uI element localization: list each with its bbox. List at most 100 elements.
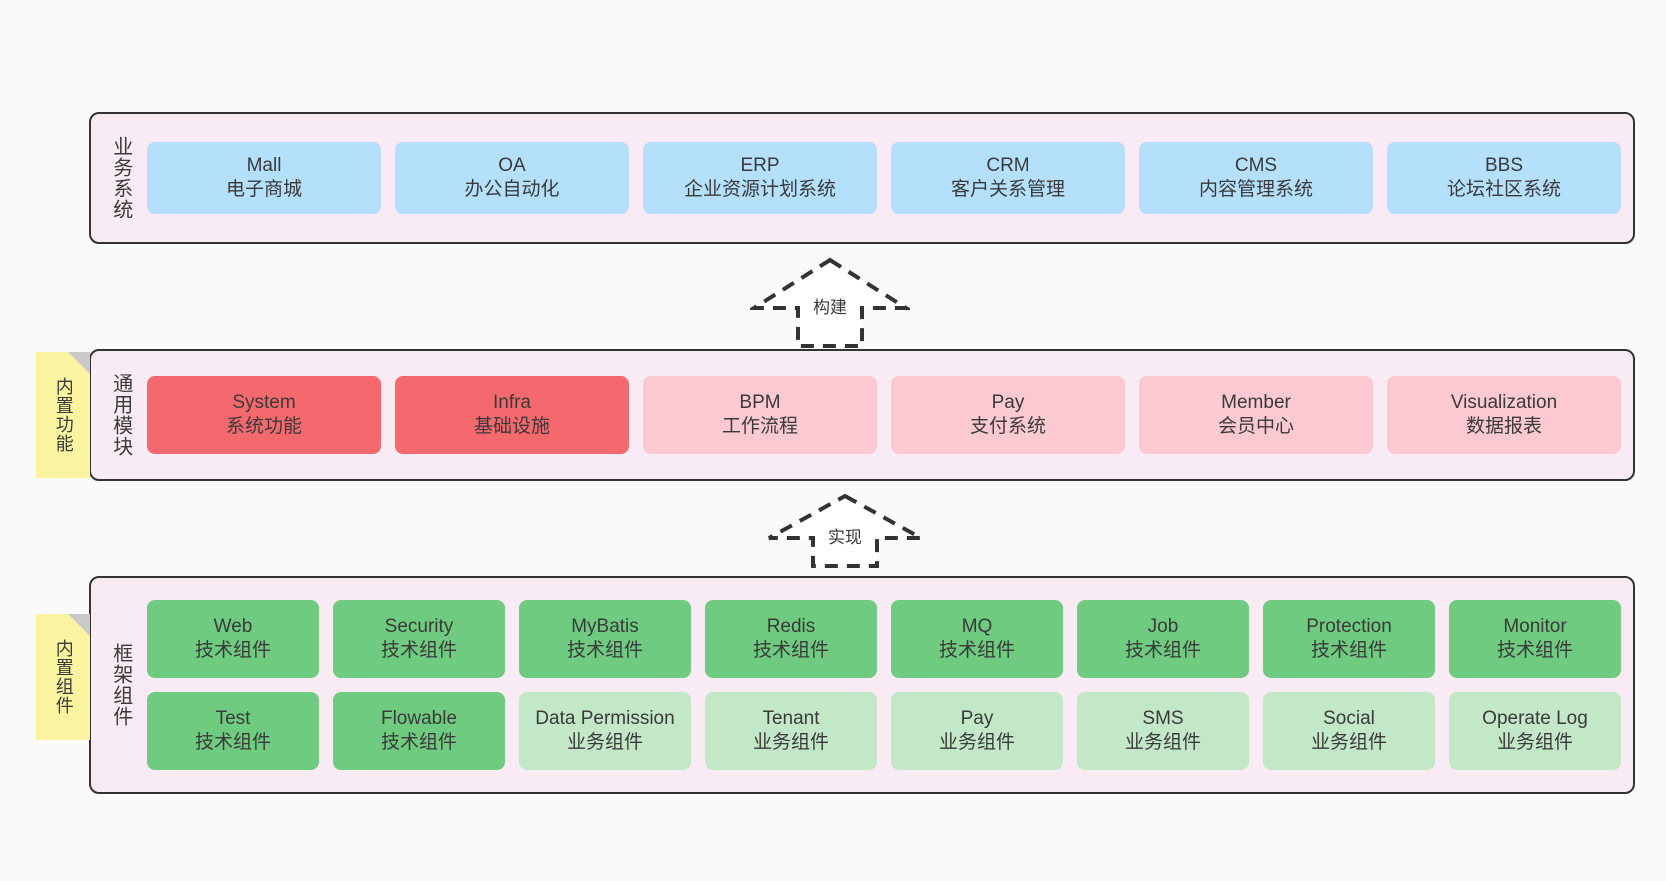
card-flowable-title: Flowable (380, 707, 458, 729)
arrow-implement: 实现 (765, 492, 925, 570)
card-crm-title: CRM (986, 154, 1030, 176)
sticky-note-builtin-features: 内置功能 (36, 352, 90, 478)
sticky-fold-icon (68, 614, 90, 636)
card-pay-module[interactable]: Pay 支付系统 (891, 376, 1125, 454)
card-cms-subtitle: 内容管理系统 (1198, 179, 1313, 200)
card-crm[interactable]: CRM 客户关系管理 (891, 142, 1125, 214)
card-mall-title: Mall (246, 154, 282, 176)
card-redis-title: Redis (766, 615, 816, 637)
card-infra-subtitle: 基础设施 (473, 416, 550, 437)
card-security[interactable]: Security 技术组件 (333, 600, 505, 678)
card-mall-subtitle: 电子商城 (225, 179, 302, 200)
card-sms-subtitle: 业务组件 (1124, 732, 1201, 753)
layer-framework-component-label: 框架组件 (109, 643, 132, 727)
card-erp-title: ERP (740, 154, 780, 176)
card-member-subtitle: 会员中心 (1217, 416, 1294, 437)
card-erp-subtitle: 企业资源计划系统 (683, 179, 836, 200)
card-member[interactable]: Member 会员中心 (1139, 376, 1373, 454)
card-security-title: Security (384, 615, 454, 637)
layer-common-module-row: System 系统功能 Infra 基础设施 BPM 工作流程 Pay 支付系统… (147, 376, 1621, 454)
card-pay-component-title: Pay (960, 707, 994, 729)
card-protection[interactable]: Protection 技术组件 (1263, 600, 1435, 678)
card-security-subtitle: 技术组件 (380, 640, 457, 661)
card-flowable[interactable]: Flowable 技术组件 (333, 692, 505, 770)
sticky-fold-icon (68, 352, 90, 374)
card-infra-title: Infra (492, 391, 532, 413)
layer-business-system-label: 业务系统 (109, 136, 132, 220)
card-tenant[interactable]: Tenant 业务组件 (705, 692, 877, 770)
card-redis-subtitle: 技术组件 (752, 640, 829, 661)
card-system[interactable]: System 系统功能 (147, 376, 381, 454)
layer-framework-component-body: Web 技术组件 Security 技术组件 MyBatis 技术组件 Redi… (143, 578, 1633, 792)
card-test-title: Test (215, 707, 251, 729)
card-bbs-subtitle: 论坛社区系统 (1446, 179, 1561, 200)
card-monitor-subtitle: 技术组件 (1496, 640, 1573, 661)
card-operate-log-subtitle: 业务组件 (1496, 732, 1573, 753)
card-data-permission-subtitle: 业务组件 (566, 732, 643, 753)
card-pay-module-subtitle: 支付系统 (969, 416, 1046, 437)
card-web[interactable]: Web 技术组件 (147, 600, 319, 678)
card-visualization-title: Visualization (1450, 391, 1558, 413)
card-social-subtitle: 业务组件 (1310, 732, 1387, 753)
card-mq[interactable]: MQ 技术组件 (891, 600, 1063, 678)
card-bpm[interactable]: BPM 工作流程 (643, 376, 877, 454)
arrow-implement-shape (768, 493, 922, 568)
layer-business-system-row: Mall 电子商城 OA 办公自动化 ERP 企业资源计划系统 CRM 客户关系… (147, 142, 1621, 214)
layer-common-module: 通用模块 System 系统功能 Infra 基础设施 BPM 工作流程 Pay… (89, 349, 1635, 481)
layer-framework-component-row-2: Test 技术组件 Flowable 技术组件 Data Permission … (147, 692, 1621, 770)
card-oa-subtitle: 办公自动化 (464, 179, 560, 200)
card-web-title: Web (213, 615, 253, 637)
card-data-permission[interactable]: Data Permission 业务组件 (519, 692, 691, 770)
card-pay-component[interactable]: Pay 业务组件 (891, 692, 1063, 770)
card-redis[interactable]: Redis 技术组件 (705, 600, 877, 678)
layer-common-module-body: System 系统功能 Infra 基础设施 BPM 工作流程 Pay 支付系统… (143, 351, 1633, 479)
card-flowable-subtitle: 技术组件 (380, 732, 457, 753)
card-mall[interactable]: Mall 电子商城 (147, 142, 381, 214)
card-bpm-subtitle: 工作流程 (721, 416, 798, 437)
card-visualization-subtitle: 数据报表 (1465, 416, 1542, 437)
card-bbs[interactable]: BBS 论坛社区系统 (1387, 142, 1621, 214)
card-job-title: Job (1147, 615, 1179, 637)
card-job[interactable]: Job 技术组件 (1077, 600, 1249, 678)
card-web-subtitle: 技术组件 (194, 640, 271, 661)
card-tenant-subtitle: 业务组件 (752, 732, 829, 753)
card-sms-title: SMS (1142, 707, 1184, 729)
layer-framework-component: 框架组件 Web 技术组件 Security 技术组件 MyBatis 技术组件… (89, 576, 1635, 794)
arrow-build: 构建 (750, 256, 910, 350)
card-crm-subtitle: 客户关系管理 (950, 179, 1065, 200)
card-bbs-title: BBS (1484, 154, 1524, 176)
card-tenant-title: Tenant (762, 707, 820, 729)
arrow-build-shape (750, 257, 910, 348)
card-data-permission-title: Data Permission (535, 707, 675, 729)
card-operate-log-title: Operate Log (1482, 707, 1588, 729)
card-system-title: System (232, 391, 296, 413)
card-cms[interactable]: CMS 内容管理系统 (1139, 142, 1373, 214)
card-mybatis[interactable]: MyBatis 技术组件 (519, 600, 691, 678)
card-mybatis-title: MyBatis (571, 615, 639, 637)
card-social-title: Social (1323, 707, 1375, 729)
card-oa-title: OA (498, 154, 526, 176)
card-infra[interactable]: Infra 基础设施 (395, 376, 629, 454)
card-test-subtitle: 技术组件 (194, 732, 271, 753)
card-monitor[interactable]: Monitor 技术组件 (1449, 600, 1621, 678)
card-system-subtitle: 系统功能 (225, 416, 302, 437)
card-pay-component-subtitle: 业务组件 (938, 732, 1015, 753)
card-social[interactable]: Social 业务组件 (1263, 692, 1435, 770)
layer-framework-component-row-1: Web 技术组件 Security 技术组件 MyBatis 技术组件 Redi… (147, 600, 1621, 678)
card-operate-log[interactable]: Operate Log 业务组件 (1449, 692, 1621, 770)
card-member-title: Member (1221, 391, 1291, 413)
card-mq-title: MQ (961, 615, 993, 637)
card-erp[interactable]: ERP 企业资源计划系统 (643, 142, 877, 214)
card-mq-subtitle: 技术组件 (938, 640, 1015, 661)
sticky-note-builtin-components: 内置组件 (36, 614, 90, 740)
sticky-note-builtin-features-text: 内置功能 (53, 377, 74, 453)
card-sms[interactable]: SMS 业务组件 (1077, 692, 1249, 770)
card-test[interactable]: Test 技术组件 (147, 692, 319, 770)
card-visualization[interactable]: Visualization 数据报表 (1387, 376, 1621, 454)
card-job-subtitle: 技术组件 (1124, 640, 1201, 661)
card-protection-subtitle: 技术组件 (1310, 640, 1387, 661)
card-bpm-title: BPM (739, 391, 781, 413)
card-oa[interactable]: OA 办公自动化 (395, 142, 629, 214)
card-mybatis-subtitle: 技术组件 (566, 640, 643, 661)
